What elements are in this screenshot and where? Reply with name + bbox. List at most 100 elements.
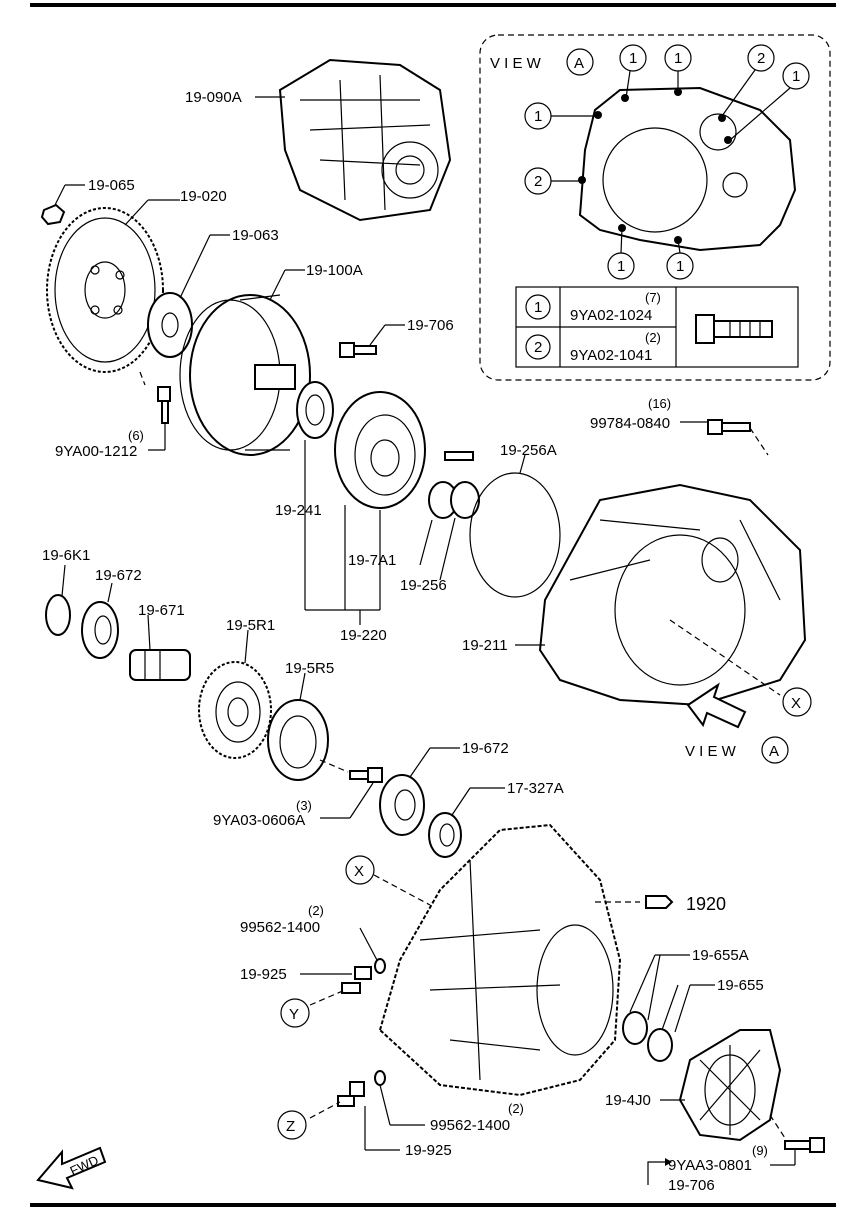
view-a-title-circle: A [574,55,584,72]
table-row-2-part: 9YA02-1041 [570,347,652,364]
label-1920: 1920 [686,894,726,914]
retainer-19-5R5 [267,699,329,781]
view-a-arrow-circle: A [769,743,779,760]
label-99562-1400-b: 99562-1400 [430,1117,510,1134]
oil-cover-19-4J0 [678,1029,782,1142]
label-19-925-b: 19-925 [405,1142,452,1159]
svg-text:X: X [791,695,801,712]
nut-19-065 [40,203,66,226]
bearing-19-672-a [81,601,119,659]
table-row-2-qty: (2) [645,330,661,345]
view-a-callouts: 1 1 1 2 1 2 1 1 [524,44,810,280]
callout-x-top [782,687,812,717]
plug-19-925-a [341,966,372,994]
svg-text:X: X [354,863,364,880]
bearing-19-672-b [379,774,425,836]
o-ring-19-655A [622,1011,648,1045]
label-19-5R5: 19-5R5 [285,660,334,677]
table-row-1-part: 9YA02-1024 [570,307,652,324]
o-rings-19-256 [428,481,480,519]
svg-text:1: 1 [617,258,625,275]
svg-text:1: 1 [629,50,637,67]
transaxle-assembly [278,58,452,222]
bolt-19-706-top [339,342,377,358]
bolt-9YAA3 [784,1137,825,1153]
label-19-063: 19-063 [232,227,279,244]
qty-9: (9) [752,1143,768,1158]
label-19-020: 19-020 [180,188,227,205]
label-19-220: 19-220 [340,627,387,644]
seal-19-241 [296,381,334,439]
label-19-241: 19-241 [275,502,322,519]
plug-19-925-b [337,1081,365,1107]
view-a-arrow-label: V I E W [685,743,737,760]
qty-16: (16) [648,396,671,411]
label-99562-1400-a: 99562-1400 [240,919,320,936]
label-19-672-b: 19-672 [462,740,509,757]
svg-text:2: 2 [757,50,765,67]
qty-6: (6) [128,428,144,443]
fwd-label: FWD [68,1152,101,1178]
qty-2-a: (2) [308,903,324,918]
qty-3: (3) [296,798,312,813]
drive-plate [46,207,164,373]
label-19-671: 19-671 [138,602,185,619]
svg-text:Y: Y [289,1006,299,1023]
bolt-99784 [707,419,751,435]
label-19-5R1: 19-5R1 [226,617,275,634]
view-a-arrow [686,682,747,729]
view-a-bolt-table: 1 (7) 9YA02-1024 2 (2) 9YA02-1041 [515,286,799,368]
shaft-19-671 [129,649,191,681]
label-19-925-a: 19-925 [240,966,287,983]
transaxle-case [378,823,622,1097]
callout-z [277,1110,307,1140]
forward-arrow-icon [36,1146,107,1190]
label-19-7A1: 19-7A1 [348,552,396,569]
svg-text:Z: Z [286,1118,295,1135]
label-19-672-a: 19-672 [95,567,142,584]
adapter-plate [147,292,193,358]
table-row-2-key: 2 [534,339,542,356]
reference-pointer-icon [645,895,674,909]
label-17-327A: 17-327A [507,780,564,797]
bolt-9YA00 [157,386,171,424]
bolt-icon [695,314,773,344]
svg-text:1: 1 [534,108,542,125]
table-row-1-key: 1 [534,299,542,316]
qty-2-b: (2) [508,1101,524,1116]
label-19-211: 19-211 [462,637,508,654]
view-a-housing [578,86,797,252]
label-19-6K1: 19-6K1 [42,547,90,564]
label-19-090A: 19-090A [185,89,242,106]
table-row-1-qty: (7) [645,290,661,305]
svg-text:2: 2 [534,173,542,190]
seal-17-327A [428,812,462,858]
label-19-655: 19-655 [717,977,764,994]
label-19-100A: 19-100A [306,262,363,279]
bolt-9YA03 [349,767,383,783]
label-99784-0840: 99784-0840 [590,415,670,432]
view-a-title: V I E W [490,55,542,72]
svg-text:1: 1 [674,50,682,67]
label-19-256A: 19-256A [500,442,557,459]
svg-text:1: 1 [792,68,800,85]
label-19-655A: 19-655A [692,947,749,964]
washer-b [374,1070,386,1086]
label-19-065: 19-065 [88,177,135,194]
label-19-706-bottom: 19-706 [668,1177,715,1194]
label-19-706-top: 19-706 [407,317,454,334]
label-9YA03-0606A: 9YA03-0606A [213,812,305,829]
callout-x-bottom [345,855,375,885]
view-a-inset: V I E W A 1 1 1 2 1 2 1 1 1 [479,34,831,381]
gasket-19-256A [469,472,561,598]
label-9YA00-1212: 9YA00-1212 [55,443,137,460]
callout-y [280,998,310,1028]
oil-pump [334,391,474,509]
gear-19-5R1 [198,661,272,759]
label-19-256: 19-256 [400,577,447,594]
o-ring-19-655 [647,1028,673,1062]
label-9YAA3-0801: 9YAA3-0801 [668,1157,752,1174]
washer-a [374,958,386,974]
label-19-4J0: 19-4J0 [605,1092,651,1109]
